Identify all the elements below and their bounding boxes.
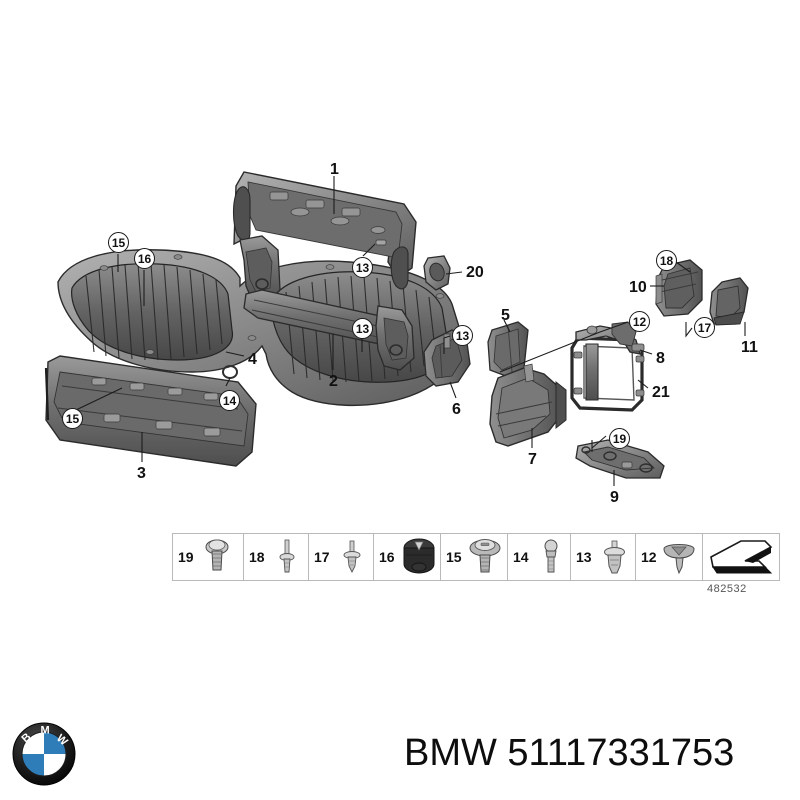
expanding-rivet-icon <box>594 534 638 580</box>
callout-17: 17 <box>694 317 715 338</box>
legend-cell-12: 12 <box>635 533 703 581</box>
callout-19: 19 <box>609 428 630 449</box>
pin-long-thin-icon <box>267 534 311 580</box>
part-11-air-deflector-outer <box>709 277 749 326</box>
legend-cell-14: 14 <box>507 533 571 581</box>
legend-number: 13 <box>576 549 592 565</box>
callout-6: 6 <box>452 401 461 418</box>
callout-11: 11 <box>741 339 758 356</box>
part-10-air-duct-side-panel <box>655 259 703 317</box>
svg-text:M: M <box>41 725 50 737</box>
legend-cell-direction-arrow <box>702 533 780 581</box>
callout-13: 13 <box>352 257 373 278</box>
fastener-legend-strip: 19 18 17 16 15 14 13 12 <box>172 533 780 581</box>
part-20-cover-cap <box>423 255 451 291</box>
arrow-direction-indicator-icon <box>703 534 779 580</box>
part-7-brake-air-duct <box>489 363 567 447</box>
legend-cell-17: 17 <box>308 533 374 581</box>
callout-14: 14 <box>219 390 240 411</box>
part-5-air-duct-small <box>487 321 529 377</box>
callout-3: 3 <box>137 465 146 482</box>
callout-16: 16 <box>134 248 155 269</box>
callout-13: 13 <box>352 318 373 339</box>
legend-cell-18: 18 <box>243 533 309 581</box>
callout-10: 10 <box>629 279 647 296</box>
screw-washer-head-icon <box>464 534 508 580</box>
legend-cell-16: 16 <box>373 533 441 581</box>
callout-18: 18 <box>656 250 677 271</box>
callout-8: 8 <box>656 350 665 367</box>
expanding-rivet-thin-icon <box>332 534 376 580</box>
screw-hex-flange-head-icon <box>196 534 243 580</box>
legend-number: 14 <box>513 549 529 565</box>
callout-4: 4 <box>248 351 257 368</box>
legend-number: 18 <box>249 549 265 565</box>
bmw-roundel-logo: B M W <box>12 722 76 786</box>
ball-stud-icon <box>531 534 575 580</box>
callout-21: 21 <box>652 384 670 401</box>
push-clip-wide-head-icon <box>659 534 703 580</box>
legend-number: 15 <box>446 549 462 565</box>
footer-part-number: BMW 51117331753 <box>404 732 735 774</box>
callout-15: 15 <box>108 232 129 253</box>
callout-7: 7 <box>528 451 537 468</box>
part-6-air-duct-channel <box>423 329 471 387</box>
legend-cell-13: 13 <box>570 533 636 581</box>
callout-13: 13 <box>452 325 473 346</box>
callout-9: 9 <box>610 489 619 506</box>
callout-1: 1 <box>330 161 339 178</box>
callout-20: 20 <box>466 264 484 281</box>
part-8-bracket-upper <box>575 321 645 355</box>
legend-number: 12 <box>641 549 657 565</box>
legend-number: 17 <box>314 549 330 565</box>
callout-2: 2 <box>329 373 338 390</box>
callout-15: 15 <box>62 408 83 429</box>
callout-12: 12 <box>629 311 650 332</box>
rubber-grommet-mount-icon <box>397 534 441 580</box>
legend-number: 19 <box>178 549 194 565</box>
legend-cell-19: 19 <box>172 533 244 581</box>
legend-cell-15: 15 <box>440 533 508 581</box>
part-1-upper-crossmember <box>232 171 417 290</box>
drawing-number: 482532 <box>707 583 747 595</box>
leader-lines <box>75 176 746 486</box>
legend-number: 16 <box>379 549 395 565</box>
callout-5: 5 <box>501 307 510 324</box>
